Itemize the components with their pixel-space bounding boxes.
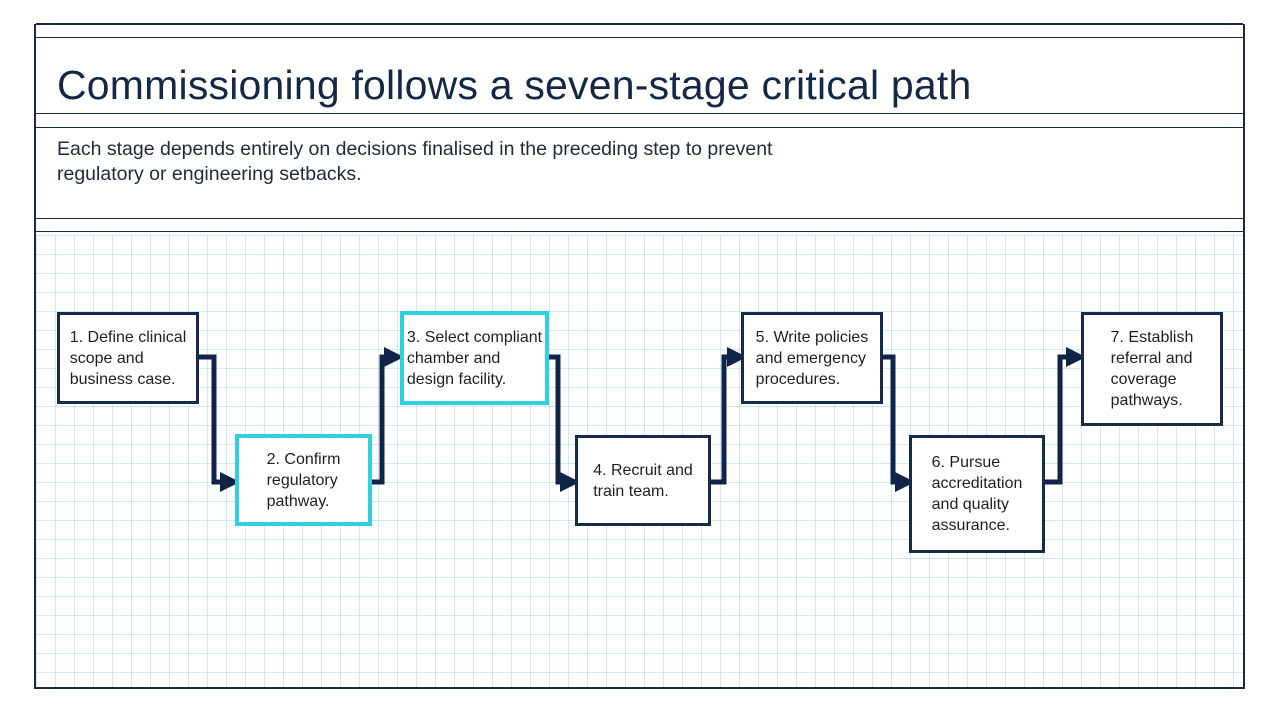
connector-5-to-6	[883, 354, 915, 492]
title-top-rule	[36, 37, 1243, 38]
stage-box: 7. Establish referral and coverage pathw…	[1081, 312, 1223, 426]
stage-label: 7. Establish referral and coverage pathw…	[1110, 329, 1194, 409]
connector-2-to-3	[372, 347, 404, 485]
diagram-top-rule	[36, 231, 1243, 232]
connector-4-to-5	[711, 347, 747, 485]
stage-box: 4. Recruit and train team.	[575, 435, 711, 526]
subtitle-bottom-rule	[36, 218, 1243, 219]
stage-box: 5. Write policies and emergency procedur…	[741, 312, 883, 404]
connector-3-to-4	[549, 354, 580, 492]
stage-box: 1. Define clinical scope and business ca…	[57, 312, 199, 404]
subtitle-top-rule	[36, 127, 1243, 128]
stage-label: 3. Select compliant chamber and design f…	[406, 328, 543, 388]
page-title: Commissioning follows a seven-stage crit…	[57, 62, 972, 108]
top-rule	[36, 23, 1243, 25]
title-bottom-rule	[36, 113, 1243, 114]
connector-1-to-2	[199, 354, 240, 492]
stage-box: 3. Select compliant chamber and design f…	[400, 311, 549, 405]
stage-box: 2. Confirm regulatory pathway.	[235, 434, 372, 526]
page-subtitle: Each stage depends entirely on decisions…	[57, 138, 773, 185]
stage-label: 2. Confirm regulatory pathway.	[266, 450, 341, 510]
stage-label: 6. Pursue accreditation and quality assu…	[931, 454, 1023, 534]
stage-label: 5. Write policies and emergency procedur…	[755, 328, 869, 388]
stage-label: 4. Recruit and train team.	[593, 461, 693, 500]
stage-box: 6. Pursue accreditation and quality assu…	[909, 435, 1045, 553]
connector-6-to-7	[1045, 347, 1086, 485]
stage-label: 1. Define clinical scope and business ca…	[69, 328, 187, 388]
